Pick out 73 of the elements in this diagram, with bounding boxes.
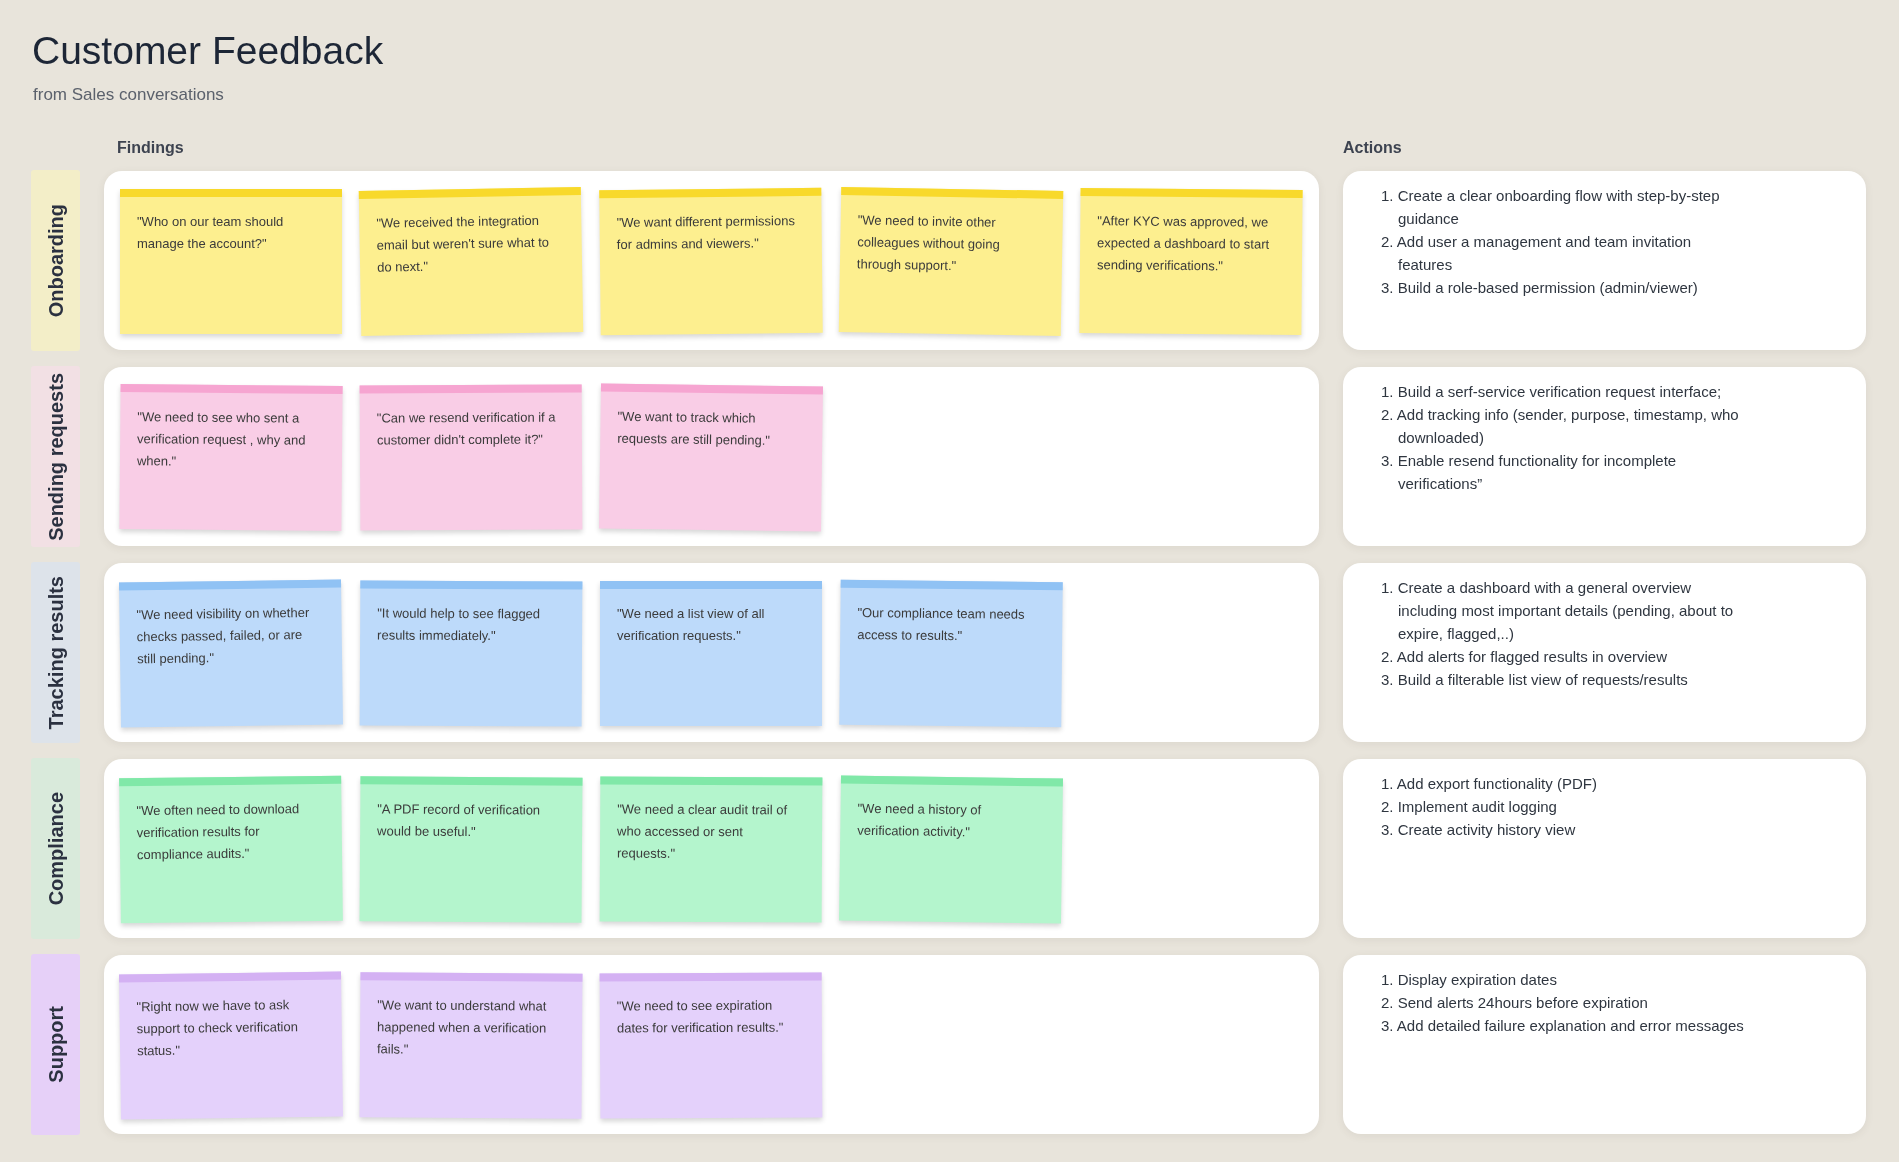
sticky-note (599, 187, 823, 336)
category-label: Onboarding (43, 203, 68, 318)
sticky-note (119, 775, 343, 924)
sticky-note (119, 971, 343, 1120)
note-text: "Can we resend verification if a customer didn't complete it?" (376, 408, 557, 450)
sticky-note (119, 579, 343, 728)
action-item: 3. Add detailed failure explanation and error messages (1381, 1016, 1744, 1036)
findings-panel (104, 759, 1319, 938)
action-card (1343, 955, 1866, 1134)
sticky-note (599, 776, 823, 923)
findings-panel (104, 171, 1319, 350)
subtitle: from Sales conversations (33, 85, 224, 105)
note-text: "We often need to download verification results for compliance audits." (136, 800, 301, 865)
note-text: "Our compliance team needs access to results." (857, 604, 1026, 646)
action-card (1343, 759, 1866, 938)
note-text: "We need visibility on whether checks passed, failed, or are still pending." (136, 603, 311, 669)
note-text: "We need a history of verification activity." (857, 799, 983, 842)
note-text: "It would help to see flagged results immediately." (377, 604, 542, 646)
action-item: 3. Build a role-based permission (admin/viewer) (1381, 278, 1699, 298)
note-text: "Right now we have to ask support to check verification status." (136, 996, 299, 1061)
findings-panel (104, 955, 1319, 1134)
category-label: Compliance (43, 791, 68, 906)
action-item: 1. Display expiration dates (1381, 970, 1558, 990)
sticky-note (600, 581, 822, 726)
column-header: Findings (117, 138, 184, 158)
sticky-note (838, 187, 1064, 336)
sticky-note (599, 972, 823, 1119)
category-band (31, 954, 80, 1135)
sticky-note (359, 972, 583, 1119)
action-item: 1. Add export functionality (PDF) (1381, 774, 1598, 794)
note-text: "Who on our team should manage the account?" (137, 213, 285, 253)
note-text: "We need a clear audit trail of who accessed or sent requests." (616, 800, 789, 863)
note-text: "We want different permissions for admins and viewers." (616, 212, 796, 254)
findings-panel (104, 367, 1319, 546)
sticky-note (120, 189, 342, 334)
note-text: "We need to see expiration dates for verification results." (616, 996, 785, 1038)
action-item: 1. Create a dashboard with a general overview including most important details (pending, about to expire, flagged,..) (1381, 578, 1735, 644)
action-item: 2. Add tracking info (sender, purpose, timestamp, who downloaded) (1381, 405, 1740, 448)
column-header: Actions (1343, 138, 1402, 158)
category-label: Support (43, 1006, 68, 1083)
action-item: 2. Send alerts 24hours before expiration (1381, 993, 1649, 1013)
action-item: 3. Enable resend functionality for incomplete verifications” (1381, 451, 1678, 494)
action-item: 2. Add alerts for flagged results in overview (1381, 647, 1668, 667)
action-item: 1. Create a clear onboarding flow with step-by-step guidance (1381, 186, 1721, 229)
action-item: 2. Implement audit logging (1381, 797, 1558, 817)
note-text: "After KYC was approved, we expected a dashboard to start sending verifications." (1096, 212, 1271, 276)
sticky-note (358, 187, 584, 336)
action-card (1343, 171, 1866, 350)
sticky-note (119, 384, 343, 531)
sticky-note (839, 579, 1063, 728)
note-text: "We need to invite other colleagues without going through support." (856, 211, 1001, 276)
sticky-note (359, 384, 583, 531)
sticky-note (1079, 188, 1303, 335)
sticky-note (359, 580, 583, 727)
note-text: "We need a list view of all verification requests." (617, 605, 766, 645)
findings-panel (104, 563, 1319, 742)
action-item: 2. Add user a management and team invitation features (1381, 232, 1693, 275)
sticky-note (359, 776, 583, 923)
action-card (1343, 367, 1866, 546)
sticky-note (839, 775, 1063, 924)
note-text: "A PDF record of verification would be useful." (377, 800, 542, 842)
note-text: "We want to track which requests are still pending." (617, 407, 772, 450)
sticky-note (599, 383, 823, 532)
action-item: 1. Build a serf-service verification request interface; (1381, 382, 1723, 402)
note-text: "We received the integration email but weren't sure what to do next." (376, 211, 551, 277)
note-text: "We want to understand what happened when a verification fails." (376, 996, 548, 1059)
action-card (1343, 563, 1866, 742)
note-text: "We need to see who sent a verification request , why and when." (136, 408, 307, 471)
category-label: Tracking results (43, 575, 68, 730)
category-label: Sending requests (43, 372, 68, 541)
action-item: 3. Create activity history view (1381, 820, 1577, 840)
diagram-title: Customer Feedback (32, 31, 384, 70)
action-item: 3. Build a filterable list view of requests/results (1381, 670, 1689, 690)
